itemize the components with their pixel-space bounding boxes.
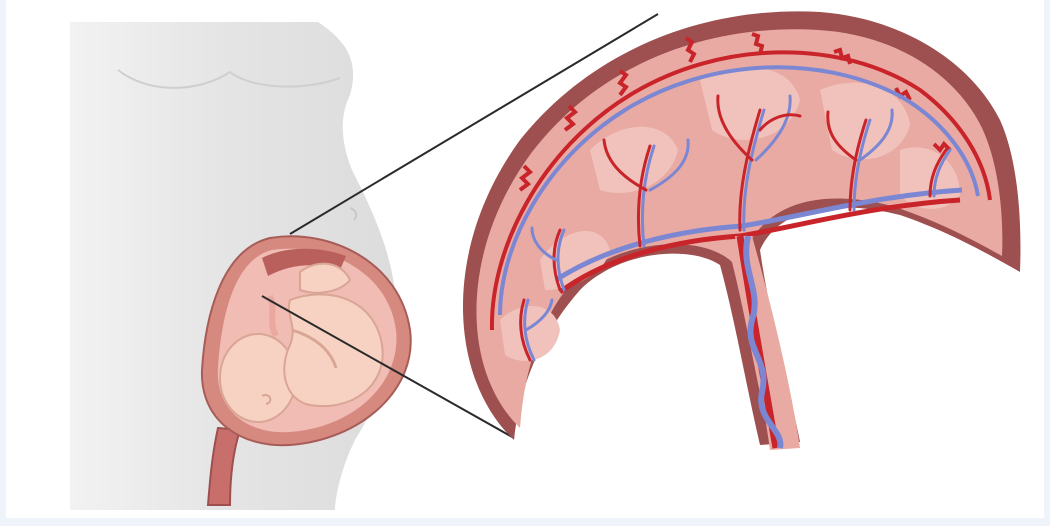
spiral-artery	[934, 144, 950, 150]
placenta-cross-section	[463, 11, 1020, 450]
